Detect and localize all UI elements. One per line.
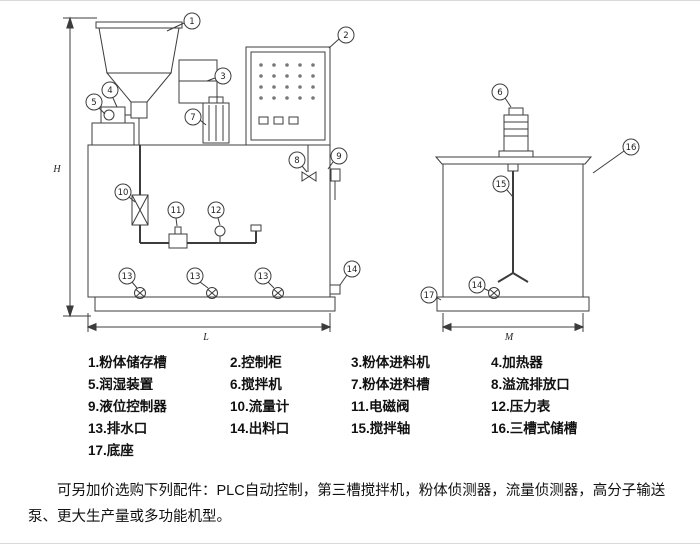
svg-text:13: 13 xyxy=(190,272,201,282)
svg-text:17: 17 xyxy=(424,291,435,301)
svg-text:9: 9 xyxy=(336,152,341,162)
technical-diagram: H L M 1 2 3 4 5 xyxy=(52,12,640,343)
svg-text:10: 10 xyxy=(118,188,129,198)
dim-label-h: H xyxy=(52,164,61,175)
tank-lid xyxy=(434,156,593,165)
callout-3: 3 xyxy=(206,67,232,85)
svg-text:14: 14 xyxy=(472,281,483,291)
solenoid-valve xyxy=(168,226,188,249)
legend-item: 17.底座 xyxy=(88,443,134,458)
legend-table: 1.粉体储存槽 2.控制柜 3.粉体进料机 4.加热器 5.润湿装置 6.搅拌机… xyxy=(88,352,630,462)
legend-item: 8.溢流排放口 xyxy=(491,377,570,392)
legend-item: 12.压力表 xyxy=(491,399,551,414)
callout-13-a: 13 xyxy=(118,267,138,289)
callout-2: 2 xyxy=(328,26,355,49)
svg-text:11: 11 xyxy=(171,206,182,216)
callout-17: 17 xyxy=(420,286,442,304)
callout-16: 16 xyxy=(592,138,640,174)
callout-14-left: 14 xyxy=(339,260,361,286)
accessories-note: 可另加价选购下列配件：PLC自动控制，第三槽搅拌机，粉体侦测器，流量侦测器，高分… xyxy=(28,483,666,525)
callout-12: 12 xyxy=(207,201,225,226)
legend-item: 13.排水口 xyxy=(88,421,148,436)
callout-5: 5 xyxy=(85,93,106,115)
svg-text:15: 15 xyxy=(496,180,507,190)
callout-11: 11 xyxy=(167,201,185,227)
legend-item: 7.粉体进料槽 xyxy=(351,377,430,392)
callout-4: 4 xyxy=(101,81,119,108)
wetting-device xyxy=(91,106,135,146)
legend-item: 4.加热器 xyxy=(491,355,543,370)
callout-6: 6 xyxy=(491,83,512,108)
svg-text:14: 14 xyxy=(347,265,358,275)
drain-valves xyxy=(134,287,284,299)
callout-13-c: 13 xyxy=(254,267,275,289)
legend-item: 9.液位控制器 xyxy=(88,399,167,414)
svg-text:3: 3 xyxy=(220,72,225,82)
pressure-gauge xyxy=(214,225,226,243)
control-cabinet xyxy=(245,46,331,146)
mixing-shaft xyxy=(497,163,529,283)
drain-valve-right xyxy=(488,287,500,299)
feed-trough-motor xyxy=(202,96,230,144)
callout-10: 10 xyxy=(114,183,136,203)
legend-item: 14.出料口 xyxy=(230,421,290,436)
svg-text:12: 12 xyxy=(211,206,222,216)
callout-13-b: 13 xyxy=(186,267,209,289)
legend-item: 5.润湿装置 xyxy=(88,377,154,392)
base-left xyxy=(94,296,336,312)
outlet-port xyxy=(329,284,341,295)
dim-label-m: M xyxy=(504,332,514,343)
dimension-l-line xyxy=(86,313,332,332)
callout-14-right: 14 xyxy=(468,276,490,294)
flow-meter xyxy=(131,194,149,226)
svg-text:16: 16 xyxy=(626,143,637,153)
legend-item: 2.控制柜 xyxy=(230,355,282,370)
base-right xyxy=(436,296,590,312)
svg-text:13: 13 xyxy=(258,272,269,282)
dosing-piping xyxy=(139,145,262,244)
level-controller xyxy=(330,168,341,200)
callout-15: 15 xyxy=(492,175,514,198)
callout-9: 9 xyxy=(327,147,348,170)
legend-item: 6.搅拌机 xyxy=(230,377,282,392)
legend-item: 11.电磁阀 xyxy=(351,399,410,414)
dim-label-l: L xyxy=(202,332,209,343)
svg-text:2: 2 xyxy=(343,31,348,41)
svg-text:4: 4 xyxy=(107,86,112,96)
legend-item: 10.流量计 xyxy=(230,399,290,414)
svg-text:13: 13 xyxy=(122,272,133,282)
svg-text:5: 5 xyxy=(91,98,96,108)
svg-text:6: 6 xyxy=(497,88,502,98)
legend-item: 16.三槽式储槽 xyxy=(491,421,578,436)
powder-storage-hopper xyxy=(95,21,183,145)
svg-text:8: 8 xyxy=(294,156,299,166)
svg-text:1: 1 xyxy=(189,17,194,27)
overflow-valve xyxy=(301,145,317,182)
dimension-h-line xyxy=(63,16,97,318)
svg-text:7: 7 xyxy=(190,113,195,123)
legend-item: 3.粉体进料机 xyxy=(351,355,430,370)
callout-1: 1 xyxy=(166,12,201,32)
mixer-motor xyxy=(498,107,534,158)
legend-item: 1.粉体储存槽 xyxy=(88,355,167,370)
callout-8: 8 xyxy=(288,151,308,173)
legend-item: 15.搅拌轴 xyxy=(351,421,411,436)
dimension-m-line xyxy=(441,313,585,332)
callout-7: 7 xyxy=(184,108,207,126)
cabinet-indicator-lights xyxy=(259,63,315,100)
